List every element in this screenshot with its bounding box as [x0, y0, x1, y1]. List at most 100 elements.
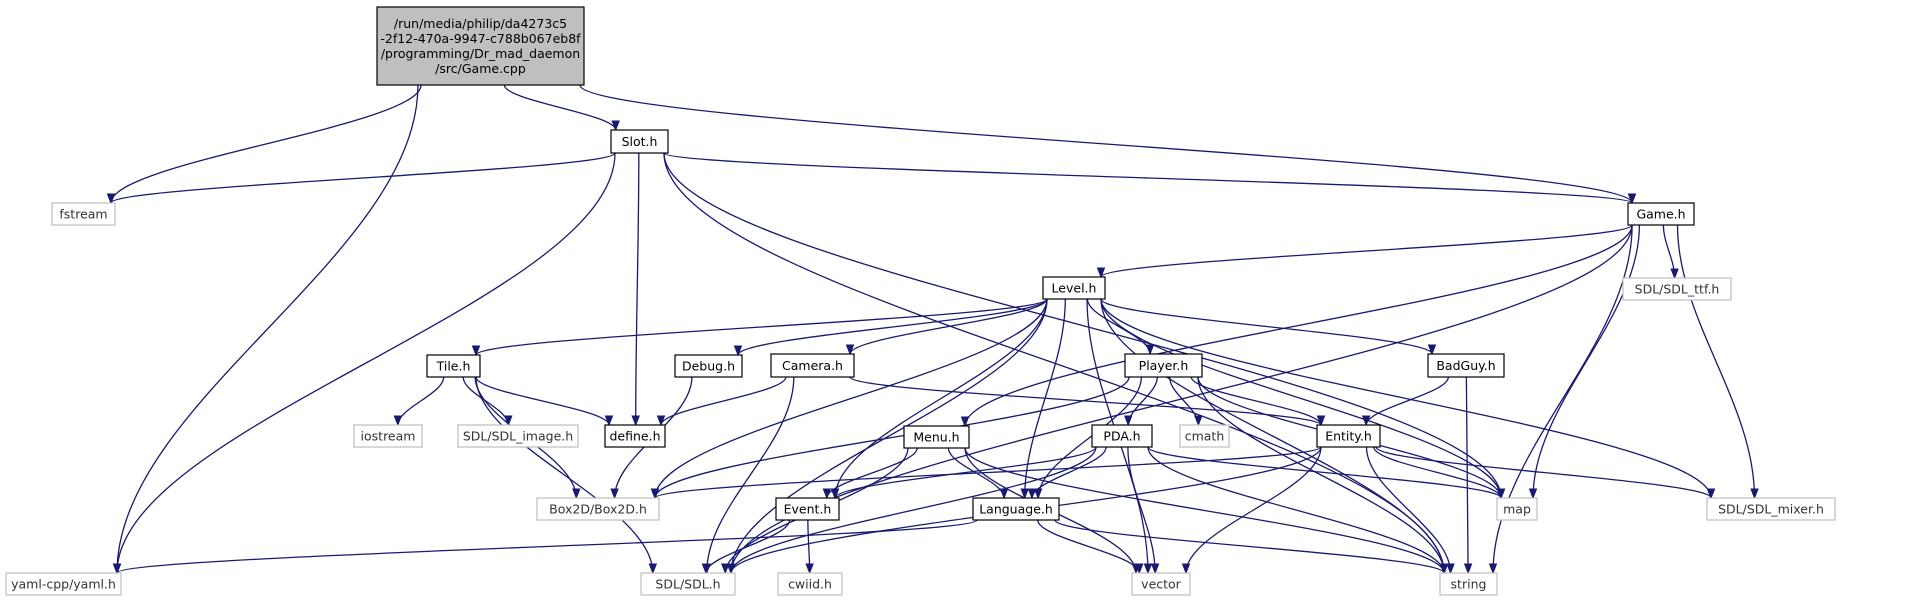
node-language[interactable]: Language.h: [972, 497, 1060, 521]
edge-tile-to-iostream: [393, 376, 445, 427]
node-badguy-label: BadGuy.h: [1436, 358, 1495, 373]
node-vector[interactable]: vector: [1131, 572, 1191, 596]
edge-menu-to-event: [822, 447, 918, 500]
node-string-label: string: [1451, 577, 1487, 592]
node-player-box: [1124, 353, 1203, 378]
node-root-box: [376, 6, 585, 86]
node-menu-label: Menu.h: [913, 430, 959, 445]
edge-pda-to-language: [1027, 446, 1107, 500]
node-fstream[interactable]: fstream: [51, 202, 116, 226]
edge-root-to-yaml: [112, 84, 419, 575]
edge-player-to-cmath: [1169, 376, 1203, 427]
edge-camera-to-define: [656, 376, 787, 427]
node-vector-box: [1131, 572, 1191, 596]
node-cwiid-box: [777, 572, 843, 596]
edge-player-to-pda: [1123, 376, 1158, 427]
node-sdl_mixer-label: SDL/SDL_mixer.h: [1718, 502, 1824, 517]
node-vector-label: vector: [1141, 577, 1182, 592]
edge-root-to-fstream: [106, 84, 422, 205]
node-cmath[interactable]: cmath: [1179, 424, 1230, 448]
node-language-box: [972, 497, 1060, 521]
node-camera-label: Camera.h: [782, 358, 843, 373]
node-root[interactable]: /run/media/philip/da4273c5-2f12-470a-994…: [376, 6, 585, 86]
node-iostream-box: [353, 424, 423, 448]
edge-pda-to-map: [1147, 446, 1506, 500]
node-player[interactable]: Player.h: [1124, 353, 1203, 378]
edge-player-to-string: [1197, 376, 1449, 575]
node-sdl[interactable]: SDL/SDL.h: [640, 572, 736, 596]
node-event[interactable]: Event.h: [775, 497, 840, 521]
node-box2d[interactable]: Box2D/Box2D.h: [536, 497, 660, 521]
edge-tile-to-sdl_image: [462, 376, 513, 427]
edge-language-to-vector: [1037, 519, 1144, 575]
edge-entity-to-sdl_mixer: [1375, 446, 1716, 500]
edge-badguy-to-entity: [1361, 376, 1450, 427]
node-menu-box: [903, 425, 970, 449]
node-map[interactable]: map: [1496, 497, 1538, 521]
node-string[interactable]: string: [1439, 572, 1498, 596]
node-tile[interactable]: Tile.h: [426, 354, 481, 378]
node-camera[interactable]: Camera.h: [770, 353, 855, 378]
node-level-label: Level.h: [1052, 281, 1097, 296]
edge-level-to-camera: [845, 298, 1048, 356]
node-yaml[interactable]: yaml-cpp/yaml.h: [5, 572, 122, 596]
node-pda-label: PDA.h: [1103, 429, 1140, 444]
node-entity[interactable]: Entity.h: [1316, 424, 1381, 448]
node-game-box: [1627, 202, 1695, 226]
node-game-label: Game.h: [1636, 207, 1685, 222]
edge-entity-to-string: [1365, 446, 1455, 575]
edge-entity-to-map: [1373, 446, 1506, 500]
edge-slot-to-fstream: [106, 152, 616, 205]
node-fstream-label: fstream: [59, 207, 107, 222]
edge-level-to-string: [1100, 298, 1449, 575]
node-define-label: define.h: [609, 429, 660, 444]
edge-level-to-badguy: [1100, 298, 1437, 356]
node-badguy-box: [1427, 353, 1505, 378]
edge-level-to-box2d: [650, 298, 1048, 500]
edge-entity-to-box2d: [650, 446, 1322, 500]
edge-tile-to-define: [475, 376, 614, 427]
node-slot[interactable]: Slot.h: [610, 129, 669, 154]
node-fstream-box: [51, 202, 116, 226]
node-language-label: Language.h: [979, 502, 1053, 517]
edge-badguy-to-string: [1463, 376, 1473, 575]
node-player-label: Player.h: [1139, 358, 1189, 373]
node-box2d-box: [536, 497, 660, 521]
node-pda[interactable]: PDA.h: [1091, 424, 1153, 448]
node-debug-label: Debug.h: [682, 359, 735, 374]
edge-game-to-sdl_mixer: [1676, 224, 1759, 500]
node-pda-box: [1091, 424, 1153, 448]
node-define-box: [604, 424, 666, 448]
edge-level-to-debug: [733, 298, 1048, 357]
node-box2d-label: Box2D/Box2D.h: [549, 502, 647, 517]
node-camera-box: [770, 353, 855, 378]
node-sdl-box: [640, 572, 736, 596]
node-root-label: /src/Game.cpp: [435, 61, 526, 76]
node-event-box: [775, 497, 840, 521]
edge-game-to-menu: [960, 224, 1633, 428]
node-menu[interactable]: Menu.h: [903, 425, 970, 449]
node-debug[interactable]: Debug.h: [674, 354, 743, 378]
edge-language-to-string: [1054, 519, 1449, 575]
node-game[interactable]: Game.h: [1627, 202, 1695, 226]
node-level[interactable]: Level.h: [1042, 276, 1106, 300]
edge-player-to-box2d: [650, 376, 1130, 500]
node-sdl_ttf[interactable]: SDL/SDL_ttf.h: [1622, 277, 1732, 301]
edge-event-to-sdl: [701, 519, 791, 575]
edge-game-to-string: [1488, 224, 1633, 575]
edge-level-to-tile: [471, 298, 1048, 357]
node-define[interactable]: define.h: [604, 424, 666, 448]
node-iostream[interactable]: iostream: [353, 424, 423, 448]
node-string-box: [1439, 572, 1498, 596]
node-sdl_image[interactable]: SDL/SDL_image.h: [457, 424, 579, 448]
node-badguy[interactable]: BadGuy.h: [1427, 353, 1505, 378]
node-sdl_image-box: [457, 424, 579, 448]
node-event-label: Event.h: [784, 502, 832, 517]
node-level-box: [1042, 276, 1106, 300]
node-cwiid[interactable]: cwiid.h: [777, 572, 843, 596]
node-yaml-box: [5, 572, 122, 596]
node-slot-label: Slot.h: [622, 134, 658, 149]
node-sdl_mixer[interactable]: SDL/SDL_mixer.h: [1706, 497, 1836, 521]
node-cmath-box: [1179, 424, 1230, 448]
node-sdl_image-label: SDL/SDL_image.h: [463, 429, 573, 444]
